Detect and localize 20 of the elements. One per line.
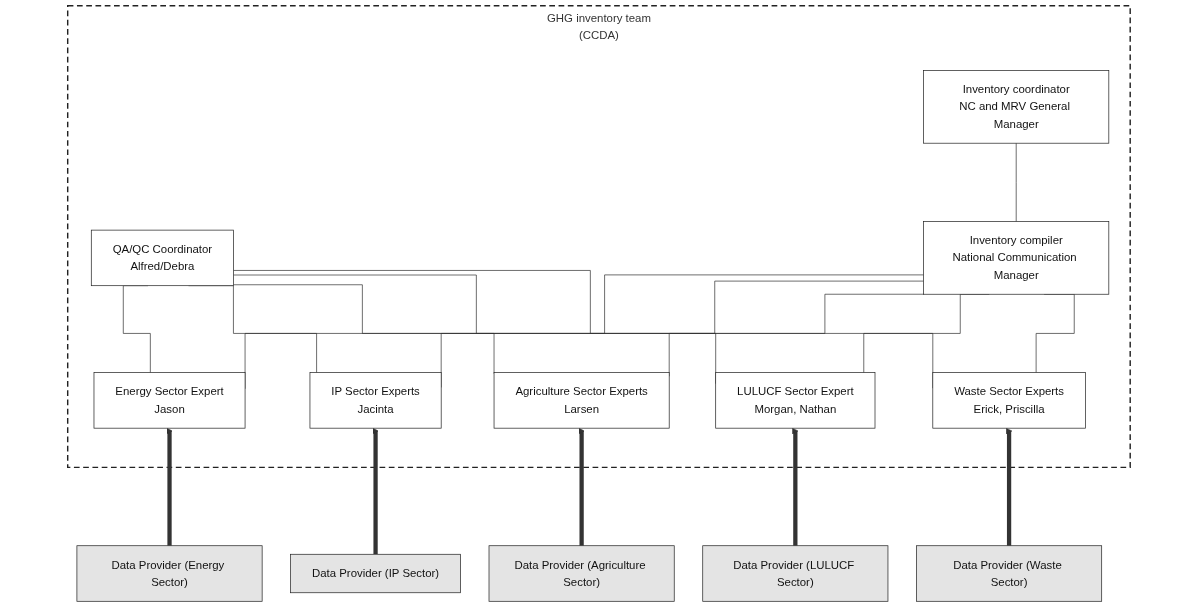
connector	[1015, 142, 1017, 222]
node-box: LULUCF Sector Expert Morgan, Nathan	[714, 372, 875, 429]
node-box: IP Sector Experts Jacinta	[309, 372, 442, 429]
arrow	[578, 427, 585, 546]
node-box: Data Provider (Energy Sector)	[76, 545, 263, 602]
arrow	[791, 427, 799, 546]
node-box: Data Provider (Agriculture Sector)	[488, 545, 675, 602]
node-box: Data Provider (IP Sector)	[289, 553, 461, 594]
arrow	[165, 427, 173, 546]
node-box: QA/QC Coordinator Alfred/Debra	[90, 229, 234, 287]
node-box: Inventory coordinator NC and MRV General Manager	[922, 70, 1109, 144]
node-box: Data Provider (Waste Sector)	[915, 545, 1102, 602]
node-box: Energy Sector Expert Jason	[93, 372, 245, 429]
node-box: Waste Sector Experts Erick, Priscilla	[932, 372, 1086, 429]
arrow	[372, 427, 379, 555]
connector	[232, 284, 494, 374]
node-box: Inventory compiler National Communication Manager	[922, 221, 1109, 295]
node-box: Data Provider (LULUCF Sector)	[701, 545, 888, 602]
node-box: Agriculture Sector Experts Larsen	[493, 372, 670, 429]
arrow	[1005, 427, 1012, 546]
